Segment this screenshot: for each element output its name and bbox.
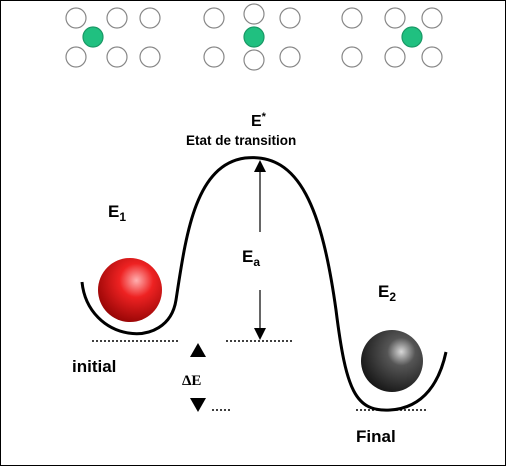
lattice-atom [203, 46, 225, 68]
energy-star-label: E* [251, 111, 267, 130]
lattice-atom [65, 46, 87, 68]
transition-state-label: Etat de transition [186, 133, 296, 148]
lattice-atom [279, 46, 301, 68]
initial-label: initial [72, 357, 116, 376]
lattice-atom [384, 46, 406, 68]
lattice-initial [65, 7, 161, 68]
ball-final [361, 330, 423, 392]
final-label: Final [356, 427, 396, 446]
lattice-atom [384, 7, 406, 29]
ball-initial [98, 258, 162, 322]
ea-arrow-down-head [254, 328, 266, 340]
delta-e-arrow-up [190, 343, 206, 357]
e2-label: E2 [378, 282, 396, 304]
lattice-atom [341, 46, 363, 68]
lattice-atom [65, 7, 87, 29]
e1-label: E1 [108, 202, 126, 224]
lattice-atom [203, 7, 225, 29]
lattice-atom [139, 46, 161, 68]
lattice-atom [106, 7, 128, 29]
lattice-atom [243, 49, 265, 71]
diffusing-atom-transition [243, 26, 265, 48]
lattice-transition [203, 3, 301, 71]
diffusing-atom-initial [82, 26, 104, 48]
ea-arrow-up-head [254, 160, 266, 172]
lattice-atom [279, 7, 301, 29]
diffusing-atom-final [401, 26, 423, 48]
lattice-atom [243, 3, 265, 25]
lattice-atom [106, 46, 128, 68]
lattice-final [341, 7, 443, 68]
lattice-atom [421, 7, 443, 29]
delta-e-label: ΔE [182, 373, 201, 389]
lattice-atom [421, 46, 443, 68]
delta-e-arrow-down [190, 398, 206, 412]
ea-label: Ea [242, 247, 260, 269]
lattice-atom [341, 7, 363, 29]
lattice-atom [139, 7, 161, 29]
